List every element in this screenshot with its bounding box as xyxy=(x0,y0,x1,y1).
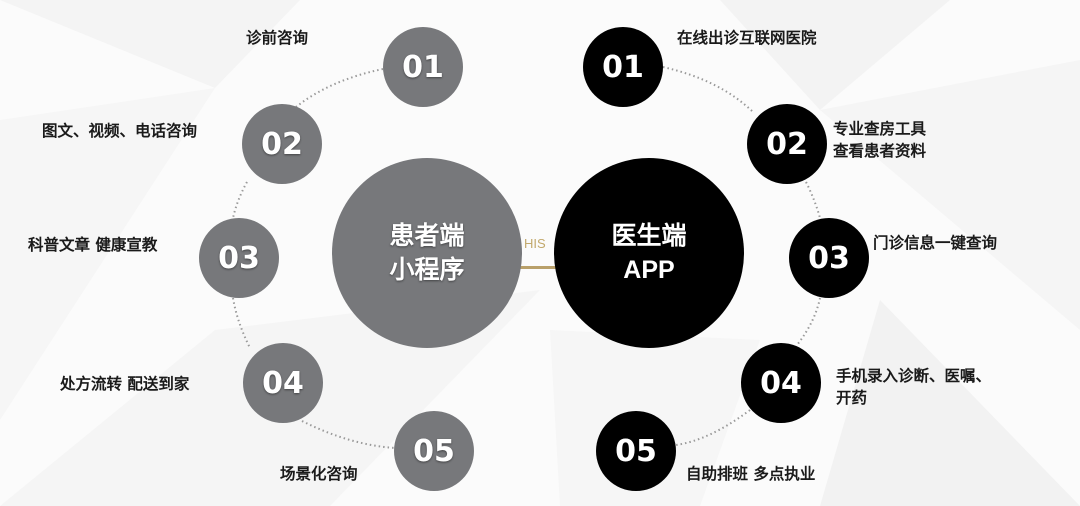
patient-miniprogram-hub: 患者端 小程序 xyxy=(332,158,522,348)
doctor-item-01-label: 在线出诊互联网医院 xyxy=(677,29,817,47)
patient-item-05-badge: 05 xyxy=(394,411,474,491)
doctor-hub-line1: 医生端 xyxy=(611,221,687,250)
doctor-item-04-label-line1: 手机录入诊断、医嘱、 xyxy=(836,367,992,385)
doctor-item-05-label: 自助排班 多点执业 xyxy=(686,465,816,483)
patient-item-01-label: 诊前咨询 xyxy=(246,29,309,47)
doctor-item-02-badge: 02 xyxy=(747,104,827,184)
doctor-app-hub: 医生端 APP xyxy=(554,158,744,348)
patient-item-04-label: 处方流转 配送到家 xyxy=(60,375,190,393)
patient-hub-line2: 小程序 xyxy=(389,255,465,284)
doctor-hub-line2: APP xyxy=(623,256,675,284)
his-link-line xyxy=(520,266,558,269)
patient-item-05-label: 场景化咨询 xyxy=(280,465,358,483)
doctor-item-04-label: 手机录入诊断、医嘱、 开药 xyxy=(836,365,991,409)
his-link-label: HIS xyxy=(524,236,546,251)
patient-item-02-badge: 02 xyxy=(242,104,322,184)
patient-item-03-label: 科普文章 健康宣教 xyxy=(28,236,158,254)
doctor-item-01-badge: 01 xyxy=(583,27,663,107)
doctor-item-02-label-line2: 查看患者资料 xyxy=(833,142,927,160)
doctor-item-03-label: 门诊信息一键查询 xyxy=(873,234,998,252)
patient-item-04-badge: 04 xyxy=(243,343,323,423)
doctor-item-02-label: 专业查房工具 查看患者资料 xyxy=(833,118,926,162)
patient-hub-line1: 患者端 xyxy=(389,221,465,250)
doctor-item-04-label-line2: 开药 xyxy=(836,389,868,407)
patient-item-02-label: 图文、视频、电话咨询 xyxy=(42,122,198,140)
doctor-item-02-label-line1: 专业查房工具 xyxy=(833,120,927,138)
doctor-item-05-badge: 05 xyxy=(596,411,676,491)
patient-item-01-badge: 01 xyxy=(383,27,463,107)
patient-item-03-badge: 03 xyxy=(199,218,279,298)
doctor-item-04-badge: 04 xyxy=(741,343,821,423)
doctor-item-03-badge: 03 xyxy=(789,218,869,298)
